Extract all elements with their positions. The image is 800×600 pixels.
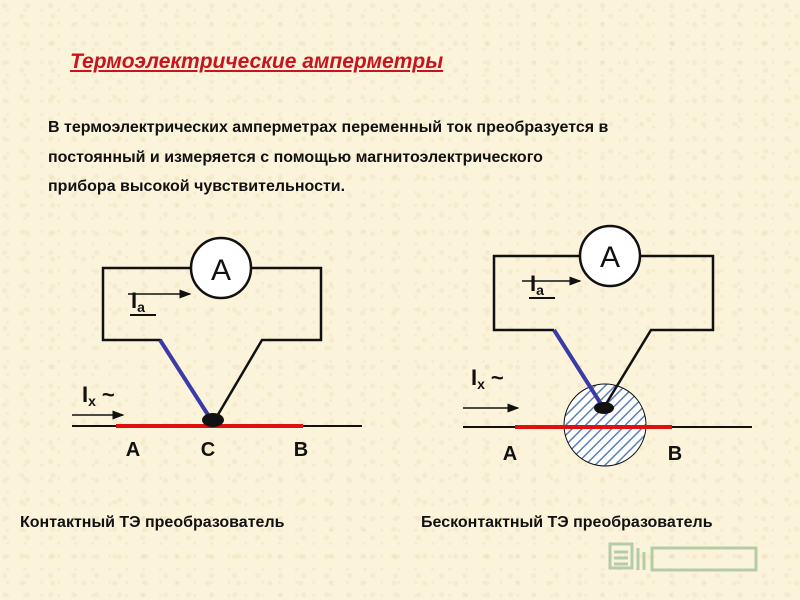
point-b-label: B [294, 439, 308, 461]
page-title: Термоэлектрические амперметры [70, 50, 444, 73]
presentation-logo-icon [608, 542, 758, 572]
contact-converter-caption: Контактный ТЭ преобразователь [20, 514, 285, 531]
contactless-converter-caption: Бесконтактный ТЭ преобразователь [421, 514, 713, 531]
ammeter-label: A [211, 254, 231, 287]
meter-current-label: Ia [530, 271, 544, 298]
point-b-label: B [668, 443, 682, 465]
hot-junction [202, 413, 224, 427]
thermocouple-leg [158, 338, 212, 420]
thermocouple-leg [552, 328, 603, 406]
intro-line-1: В термоэлектрических амперметрах перемен… [48, 119, 609, 136]
contactless-converter-diagram: A Ia Ix~ A B [463, 224, 752, 467]
ammeter-circle [189, 236, 253, 300]
input-current-label: Ix~ [82, 382, 115, 409]
point-c-label: C [201, 439, 215, 461]
contact-converter-diagram: A Ia Ix~ A C B [72, 236, 362, 461]
meter-loop-wire-right [604, 254, 715, 405]
point-a-label: A [126, 439, 140, 461]
point-a-label: A [503, 443, 517, 465]
intro-line-3: прибора высокой чувствительности. [48, 178, 346, 195]
meter-loop-wire [492, 254, 580, 332]
meter-current-label: Ia [131, 288, 145, 315]
hot-junction [594, 402, 614, 414]
input-current-label: Ix~ [471, 365, 504, 392]
ammeter-circle [578, 224, 642, 288]
intro-text: В термоэлектрических амперметрах перемен… [48, 113, 768, 202]
ammeter-label: A [600, 241, 620, 274]
meter-loop-wire-right [214, 266, 323, 419]
intro-line-2: постоянный и измеряется с помощью магнит… [48, 148, 543, 166]
